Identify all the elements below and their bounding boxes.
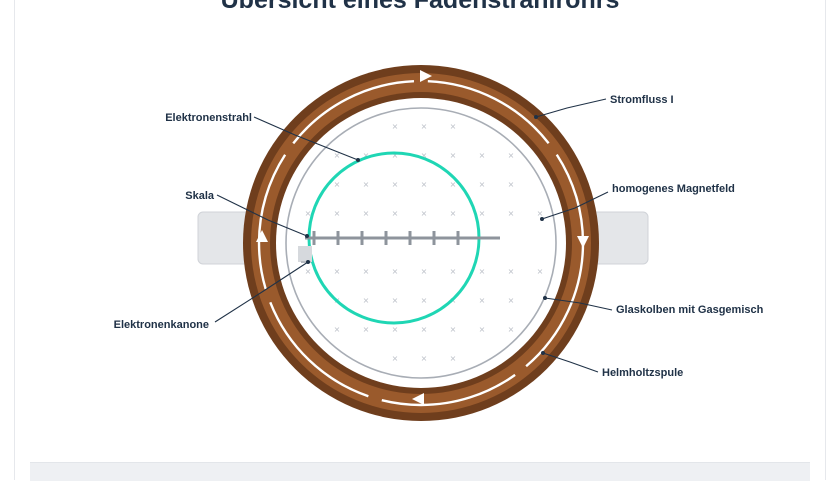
frame-line-right (825, 0, 826, 480)
field-marker: × (479, 296, 486, 305)
leader-glass-bulb (544, 297, 613, 311)
field-marker: × (421, 151, 428, 160)
field-marker: × (363, 325, 370, 334)
field-marker: × (392, 267, 399, 276)
field-marker: × (421, 267, 428, 276)
field-marker: × (450, 325, 457, 334)
field-marker: × (334, 325, 341, 334)
field-marker: × (305, 267, 312, 276)
field-marker: × (392, 354, 399, 363)
field-marker: × (392, 296, 399, 305)
field-marker: × (537, 267, 544, 276)
field-marker: × (392, 122, 399, 131)
field-marker: × (508, 296, 515, 305)
leader-lines (214, 98, 613, 373)
leader-magnetic-field (541, 191, 609, 220)
field-marker: × (392, 180, 399, 189)
leader-dot (543, 296, 547, 300)
field-marker: × (537, 209, 544, 218)
current-flow-track (256, 70, 589, 407)
field-marker: × (450, 267, 457, 276)
leader-dot (356, 158, 360, 162)
label-current-flow: Stromfluss I (610, 94, 674, 106)
field-marker: × (334, 180, 341, 189)
label-electron-gun: Elektronenkanone (114, 319, 209, 331)
field-marker: × (450, 354, 457, 363)
frame-line-left (14, 0, 15, 480)
field-marker: × (392, 209, 399, 218)
field-marker: × (363, 209, 370, 218)
field-marker: × (479, 325, 486, 334)
leader-current-flow (535, 98, 607, 118)
leader-dot (534, 115, 538, 119)
field-marker: × (450, 151, 457, 160)
footer-band (30, 462, 810, 481)
field-marker: × (508, 267, 515, 276)
current-direction-arrow-icon (412, 393, 424, 405)
field-marker: × (450, 209, 457, 218)
field-marker: × (334, 209, 341, 218)
field-marker: × (479, 180, 486, 189)
field-marker: × (305, 209, 312, 218)
field-marker: × (392, 325, 399, 334)
field-marker: × (421, 296, 428, 305)
glass-bulb (285, 107, 557, 379)
field-marker: × (508, 209, 515, 218)
field-marker: × (479, 267, 486, 276)
field-marker: × (479, 209, 486, 218)
field-marker: × (421, 325, 428, 334)
field-marker: × (421, 180, 428, 189)
field-marker: × (508, 180, 515, 189)
leader-scale (216, 194, 308, 237)
field-marker: × (334, 267, 341, 276)
field-marker: × (450, 180, 457, 189)
field-marker: × (479, 151, 486, 160)
field-marker: × (334, 151, 341, 160)
electron-gun (298, 246, 312, 263)
leader-dot (540, 217, 544, 221)
current-direction-arrow-icon (420, 70, 432, 82)
current-direction-arrow-icon (577, 236, 589, 248)
leader-dot (541, 351, 545, 355)
label-helmholtz-coil: Helmholtzspule (602, 367, 683, 379)
label-electron-beam: Elektronenstrahl (165, 112, 252, 124)
current-direction-arrow-icon (256, 230, 268, 242)
leader-dots (305, 115, 547, 355)
field-marker: × (392, 151, 399, 160)
leader-dot (305, 234, 309, 238)
field-marker: × (508, 151, 515, 160)
label-magnetic-field: homogenes Magnetfeld (612, 183, 735, 195)
leader-electron-beam (253, 116, 359, 161)
field-marker: × (421, 209, 428, 218)
field-marker: × (508, 325, 515, 334)
field-marker: × (450, 122, 457, 131)
scale-bar (305, 231, 500, 245)
field-marker: × (421, 122, 428, 131)
label-glass-bulb: Glaskolben mit Gasgemisch (616, 304, 764, 316)
leader-helmholtz-coil (542, 352, 599, 373)
field-marker: × (363, 151, 370, 160)
field-marker: × (363, 296, 370, 305)
field-marker: × (421, 354, 428, 363)
electron-gun-body (298, 246, 312, 262)
magnetic-field-markers: × × × × × × × × × × × × × × × × × × × × × × × × × × × × × × × × × × × × × × × ×… (305, 122, 544, 363)
field-marker: × (363, 267, 370, 276)
label-scale: Skala (185, 190, 215, 202)
diagram-title: Übersicht eines Fadenstrahlrohrs (220, 0, 620, 14)
leader-electron-gun (214, 261, 309, 323)
field-marker: × (363, 180, 370, 189)
leader-dot (306, 260, 310, 264)
